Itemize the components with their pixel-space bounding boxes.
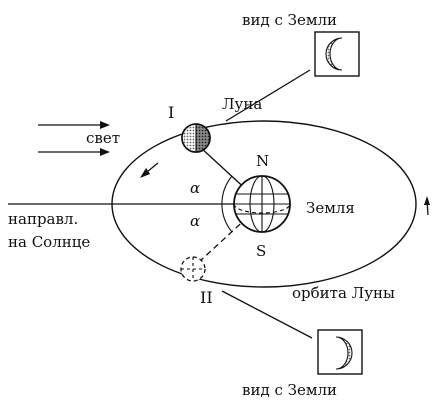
- orbit-arrow-left-head: [140, 168, 150, 178]
- light-arrow-1-head: [100, 121, 110, 129]
- orbit-arrow-right-head: [424, 196, 430, 205]
- direction-label-line1: направл.: [8, 210, 78, 228]
- view-top-label: вид с Земли: [242, 11, 337, 29]
- earth-label: Земля: [306, 199, 355, 217]
- alpha-upper-label: α: [190, 179, 200, 197]
- direction-label-line2: на Солнце: [8, 233, 90, 251]
- top-view-box: [314, 31, 360, 77]
- alpha-arc: [221, 175, 233, 233]
- position-2-label: II: [200, 288, 213, 307]
- north-pole-label: N: [256, 152, 269, 170]
- view-bottom-label: вид с Земли: [242, 381, 337, 399]
- bottom-view-box: [317, 329, 363, 375]
- leader-top-view: [225, 69, 311, 122]
- light-arrow-2-head: [100, 148, 110, 156]
- moon-position-2: [180, 256, 206, 282]
- south-pole-label: S: [256, 242, 266, 260]
- moon-position-1: [181, 123, 211, 153]
- position-1-label: I: [168, 103, 174, 122]
- leader-bottom-view: [221, 290, 313, 339]
- moon-label: Луна: [222, 95, 262, 113]
- light-label: свет: [86, 129, 120, 147]
- alpha-lower-label: α: [190, 212, 200, 230]
- orbit-label: орбита Луны: [292, 284, 395, 302]
- earth: [233, 175, 291, 233]
